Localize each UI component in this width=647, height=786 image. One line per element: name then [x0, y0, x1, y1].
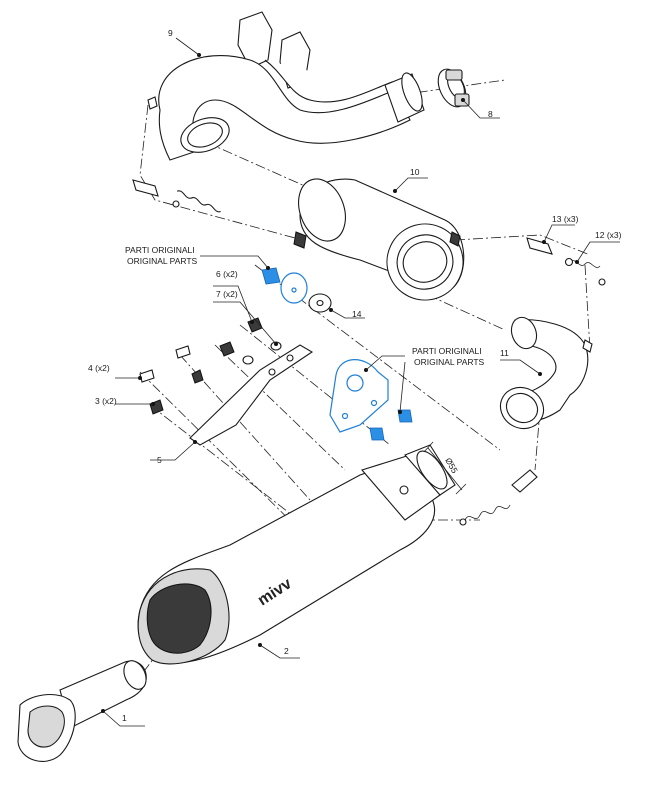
label-part-4: 4 (x2)	[88, 363, 110, 373]
part-5-bracket	[189, 344, 314, 446]
label-original-2-en: ORIGINAL PARTS	[414, 357, 485, 367]
label-part-12: 12 (x3)	[595, 230, 622, 240]
original-parts-group-2	[329, 359, 413, 441]
part-14-washer	[308, 293, 333, 313]
part-12-spring	[564, 257, 606, 286]
part-9-link-pipe	[147, 11, 425, 161]
label-part-11: 11	[500, 348, 509, 358]
label-part-10: 10	[410, 167, 420, 177]
part-6-nuts	[219, 317, 263, 357]
part-11-elbow-pipe	[499, 316, 593, 430]
label-part-3: 3 (x2)	[95, 396, 117, 406]
part-7-washers	[242, 341, 282, 365]
spring-hook-lower-right	[459, 469, 538, 526]
label-original-2-it: PARTI ORIGINALI	[412, 346, 482, 356]
label-part-2: 2	[284, 646, 289, 656]
original-parts-group-1	[261, 266, 308, 304]
spring-hook-left	[132, 179, 221, 213]
label-part-5: 5	[157, 455, 162, 465]
part-4-screws	[138, 345, 191, 383]
label-part-13: 13 (x3)	[552, 214, 579, 224]
part-10-mid-silencer	[293, 178, 465, 301]
label-part-1: 1	[122, 713, 127, 723]
leader-lines	[102, 37, 620, 727]
label-part-9: 9	[168, 28, 173, 38]
part-8-clamp	[437, 68, 470, 108]
label-original-1-it: PARTI ORIGINALI	[125, 245, 195, 255]
part-3-nuts	[149, 369, 204, 415]
part-1-db-killer	[17, 660, 147, 762]
part-2-silencer: mivv	[137, 444, 456, 665]
label-part-8: 8	[488, 109, 493, 119]
label-part-7: 7 (x2)	[216, 289, 238, 299]
part-13-hook	[526, 237, 553, 255]
label-part-6: 6 (x2)	[216, 269, 238, 279]
label-part-14: 14	[352, 309, 362, 319]
label-original-1-en: ORIGINAL PARTS	[127, 256, 198, 266]
part-labels: 9 8 10 13 (x3) 12 (x3) PARTI ORIGINALI O…	[88, 28, 622, 723]
